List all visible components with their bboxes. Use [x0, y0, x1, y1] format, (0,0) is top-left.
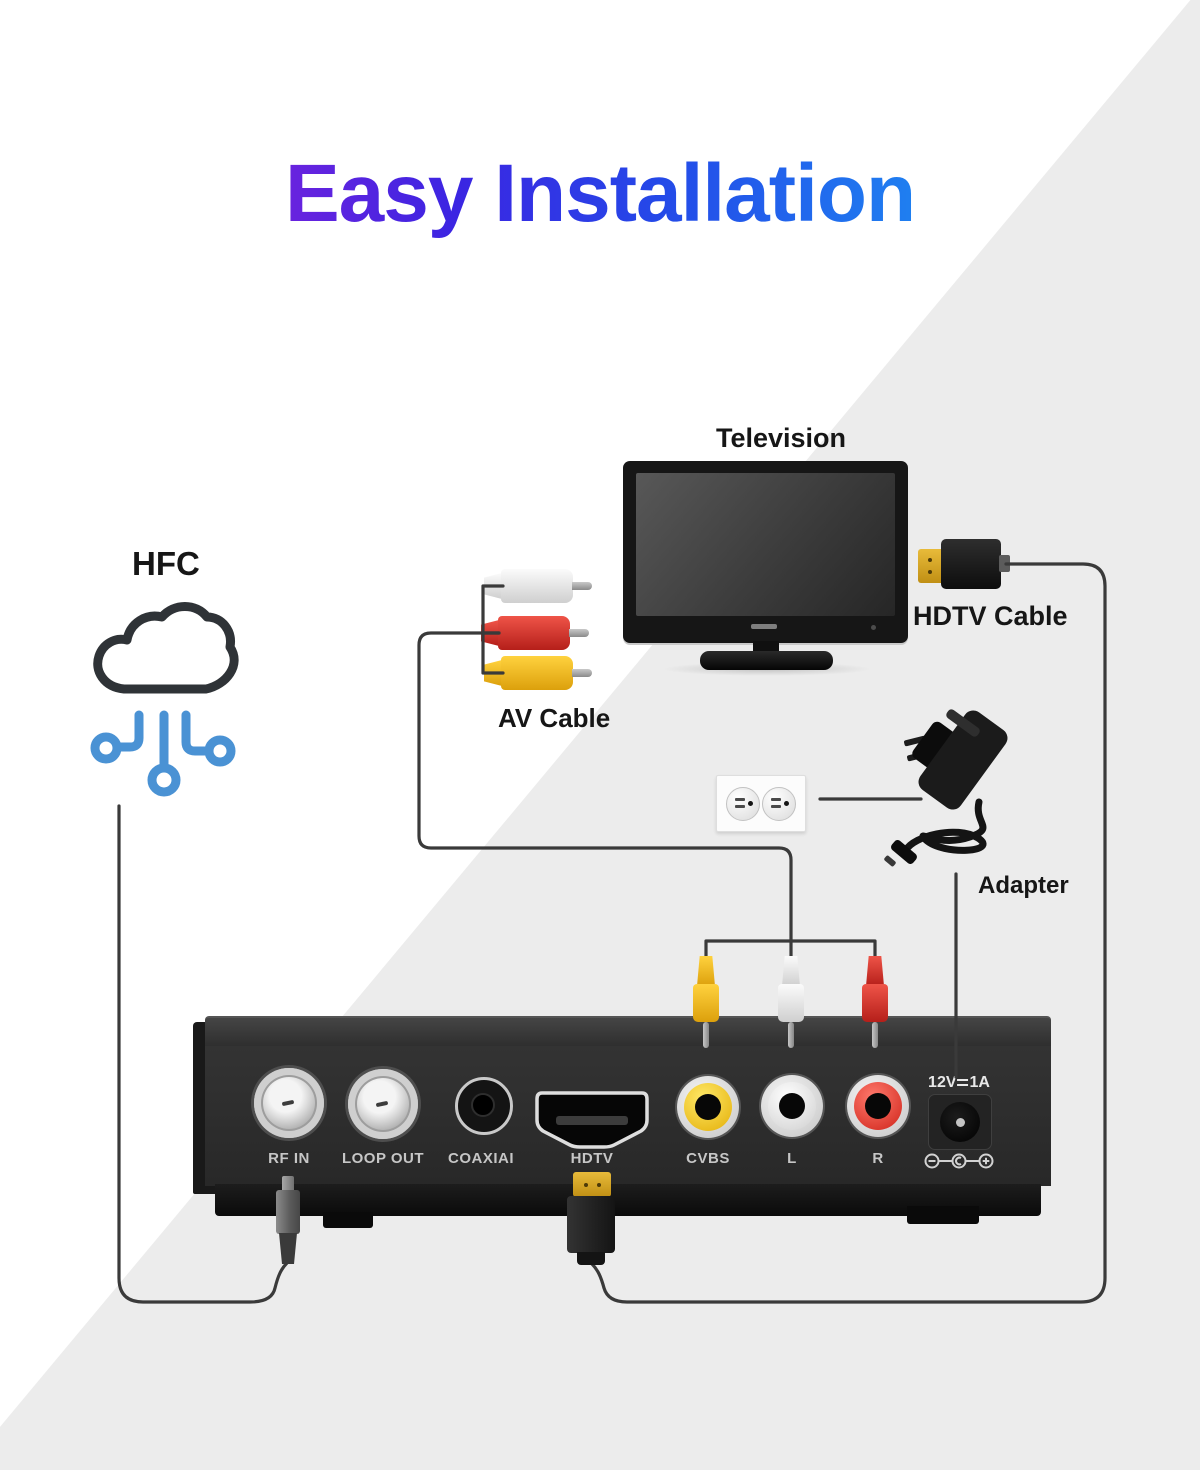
audio-r-jack	[847, 1075, 909, 1137]
tv-power-indicator	[871, 625, 876, 630]
rf-in-port	[254, 1068, 324, 1138]
cvbs-label: CVBS	[686, 1150, 730, 1167]
hdmi-connector-cable-stub	[999, 555, 1010, 572]
loop-out-port	[348, 1069, 418, 1139]
box-foot-left	[323, 1212, 373, 1228]
tv-frame	[623, 461, 908, 643]
rf-cable-plug-icon	[276, 1176, 300, 1266]
television-label: Television	[716, 423, 847, 453]
hdmi-port	[535, 1091, 649, 1149]
box-top-face	[205, 1016, 1051, 1048]
tv-screen	[636, 473, 895, 616]
network-nodes-icon	[90, 710, 236, 797]
loop-out-label: LOOP OUT	[341, 1150, 425, 1167]
tv-stand-base	[700, 651, 833, 670]
av-cable-label: AV Cable	[498, 703, 611, 733]
hdtv-label: HDTV	[570, 1150, 614, 1167]
adapter-label: Adapter	[978, 872, 1069, 899]
audio-l-jack	[761, 1075, 823, 1137]
box-foot-right	[907, 1206, 979, 1224]
audio-r-label: R	[872, 1150, 884, 1167]
hdtv-cable-label: HDTV Cable	[913, 601, 1068, 631]
power-adapter-icon	[884, 709, 1008, 867]
audio-l-label: L	[787, 1150, 797, 1167]
coaxial-port	[455, 1077, 513, 1135]
wall-outlet-icon	[716, 775, 806, 832]
hdmi-cable-plug-icon	[566, 1170, 616, 1266]
power-jack	[928, 1094, 992, 1150]
hfc-label: HFC	[132, 545, 200, 582]
tv-logo	[751, 624, 777, 629]
polarity-symbol-icon	[924, 1153, 994, 1169]
cloud-icon	[93, 602, 239, 694]
hdmi-connector-body-icon	[941, 539, 1001, 589]
coaxial-label: COAXIAI	[447, 1150, 515, 1167]
rf-in-label: RF IN	[268, 1150, 310, 1167]
dc-symbol-icon	[957, 1078, 969, 1087]
cvbs-jack	[677, 1076, 739, 1138]
page-title: Easy Installation	[0, 147, 1200, 241]
